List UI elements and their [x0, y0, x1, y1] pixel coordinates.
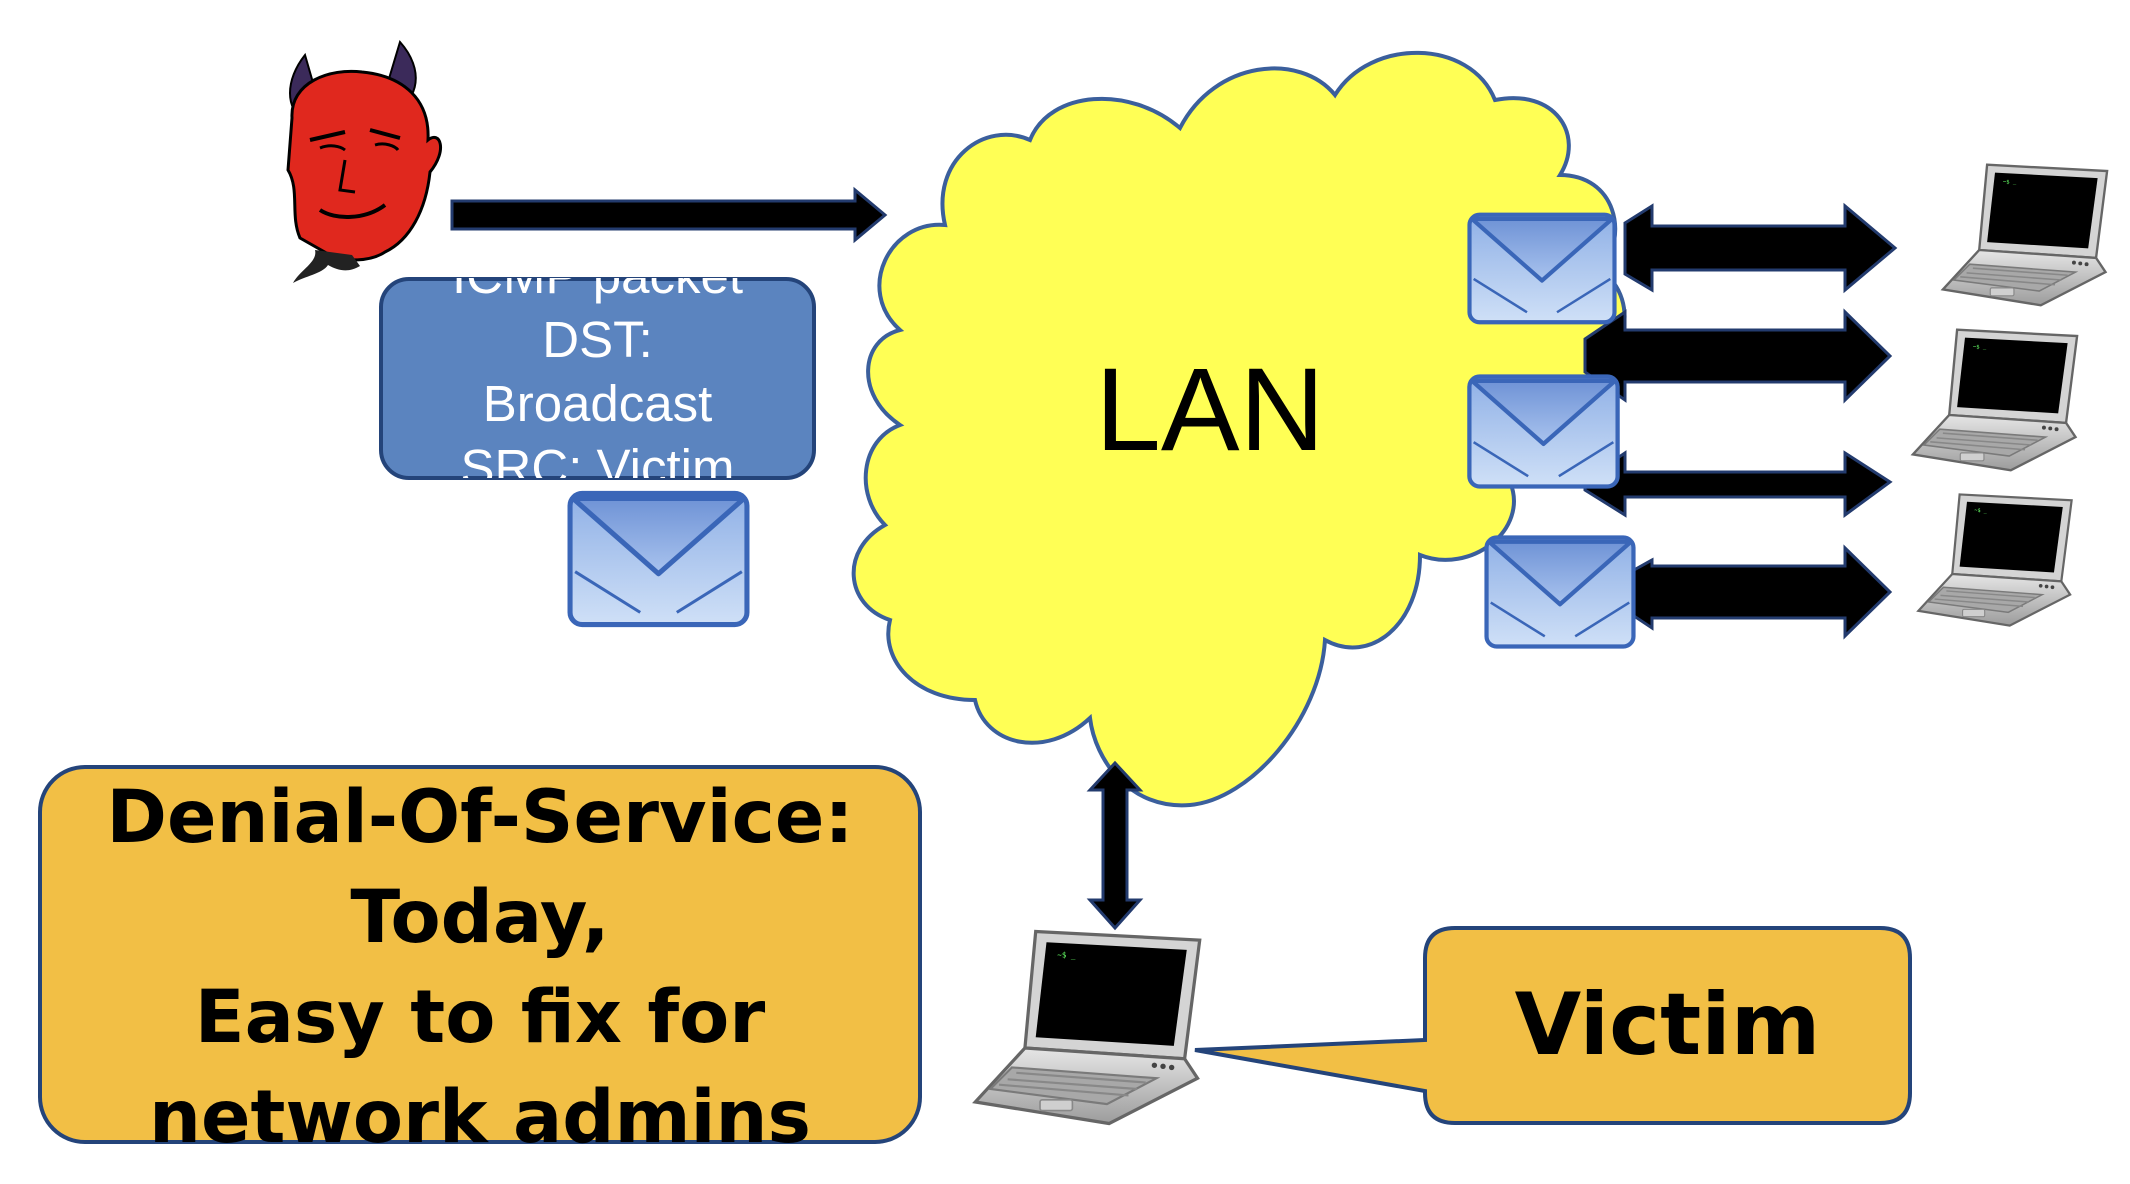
- packet-line: DST:: [542, 311, 653, 368]
- broadcast-arrow-2: [1583, 308, 1893, 404]
- broadcast-arrow-4: [1623, 544, 1893, 640]
- laptop-icon: [1911, 328, 2079, 472]
- broadcast-arrow-1: [1623, 202, 1898, 294]
- packet-label: ICMP packet DST: Broadcast SRC: Victim: [380, 278, 815, 478]
- dos-line: Today,: [350, 875, 610, 960]
- attack-arrow: [450, 186, 888, 244]
- envelope-icon: [1470, 215, 1615, 323]
- dos-line: Denial-Of-Service:: [106, 775, 854, 860]
- envelope-icon: [1469, 377, 1617, 487]
- dos-line: Easy to fix for: [194, 975, 766, 1060]
- packet-line: SRC: Victim: [460, 439, 735, 478]
- envelope-icon: [1487, 538, 1634, 647]
- laptop-icon: [1917, 493, 2073, 627]
- packet-box: [379, 277, 816, 480]
- laptop-icon: [973, 929, 1202, 1126]
- packet-line: Broadcast: [482, 375, 713, 432]
- broadcast-arrow-3: [1583, 450, 1893, 518]
- victim-label: Victim: [1514, 975, 1821, 1075]
- dos-box: [38, 765, 922, 1144]
- broadcast-arrows: [1583, 202, 1898, 640]
- packet-line: ICMP packet: [380, 278, 815, 308]
- lan-cloud: [851, 50, 1627, 808]
- dos-label: Denial-Of-Service: Today, Easy to fix fo…: [40, 768, 920, 1168]
- laptop-icon: [1941, 163, 2109, 307]
- victim-link-arrow: [1086, 760, 1144, 931]
- envelope-icon: [570, 493, 747, 624]
- dos-line: network admins: [149, 1075, 811, 1160]
- devil-icon: [286, 39, 443, 283]
- victim-callout-box: [1194, 926, 1912, 1125]
- lan-label: LAN: [1095, 344, 1325, 476]
